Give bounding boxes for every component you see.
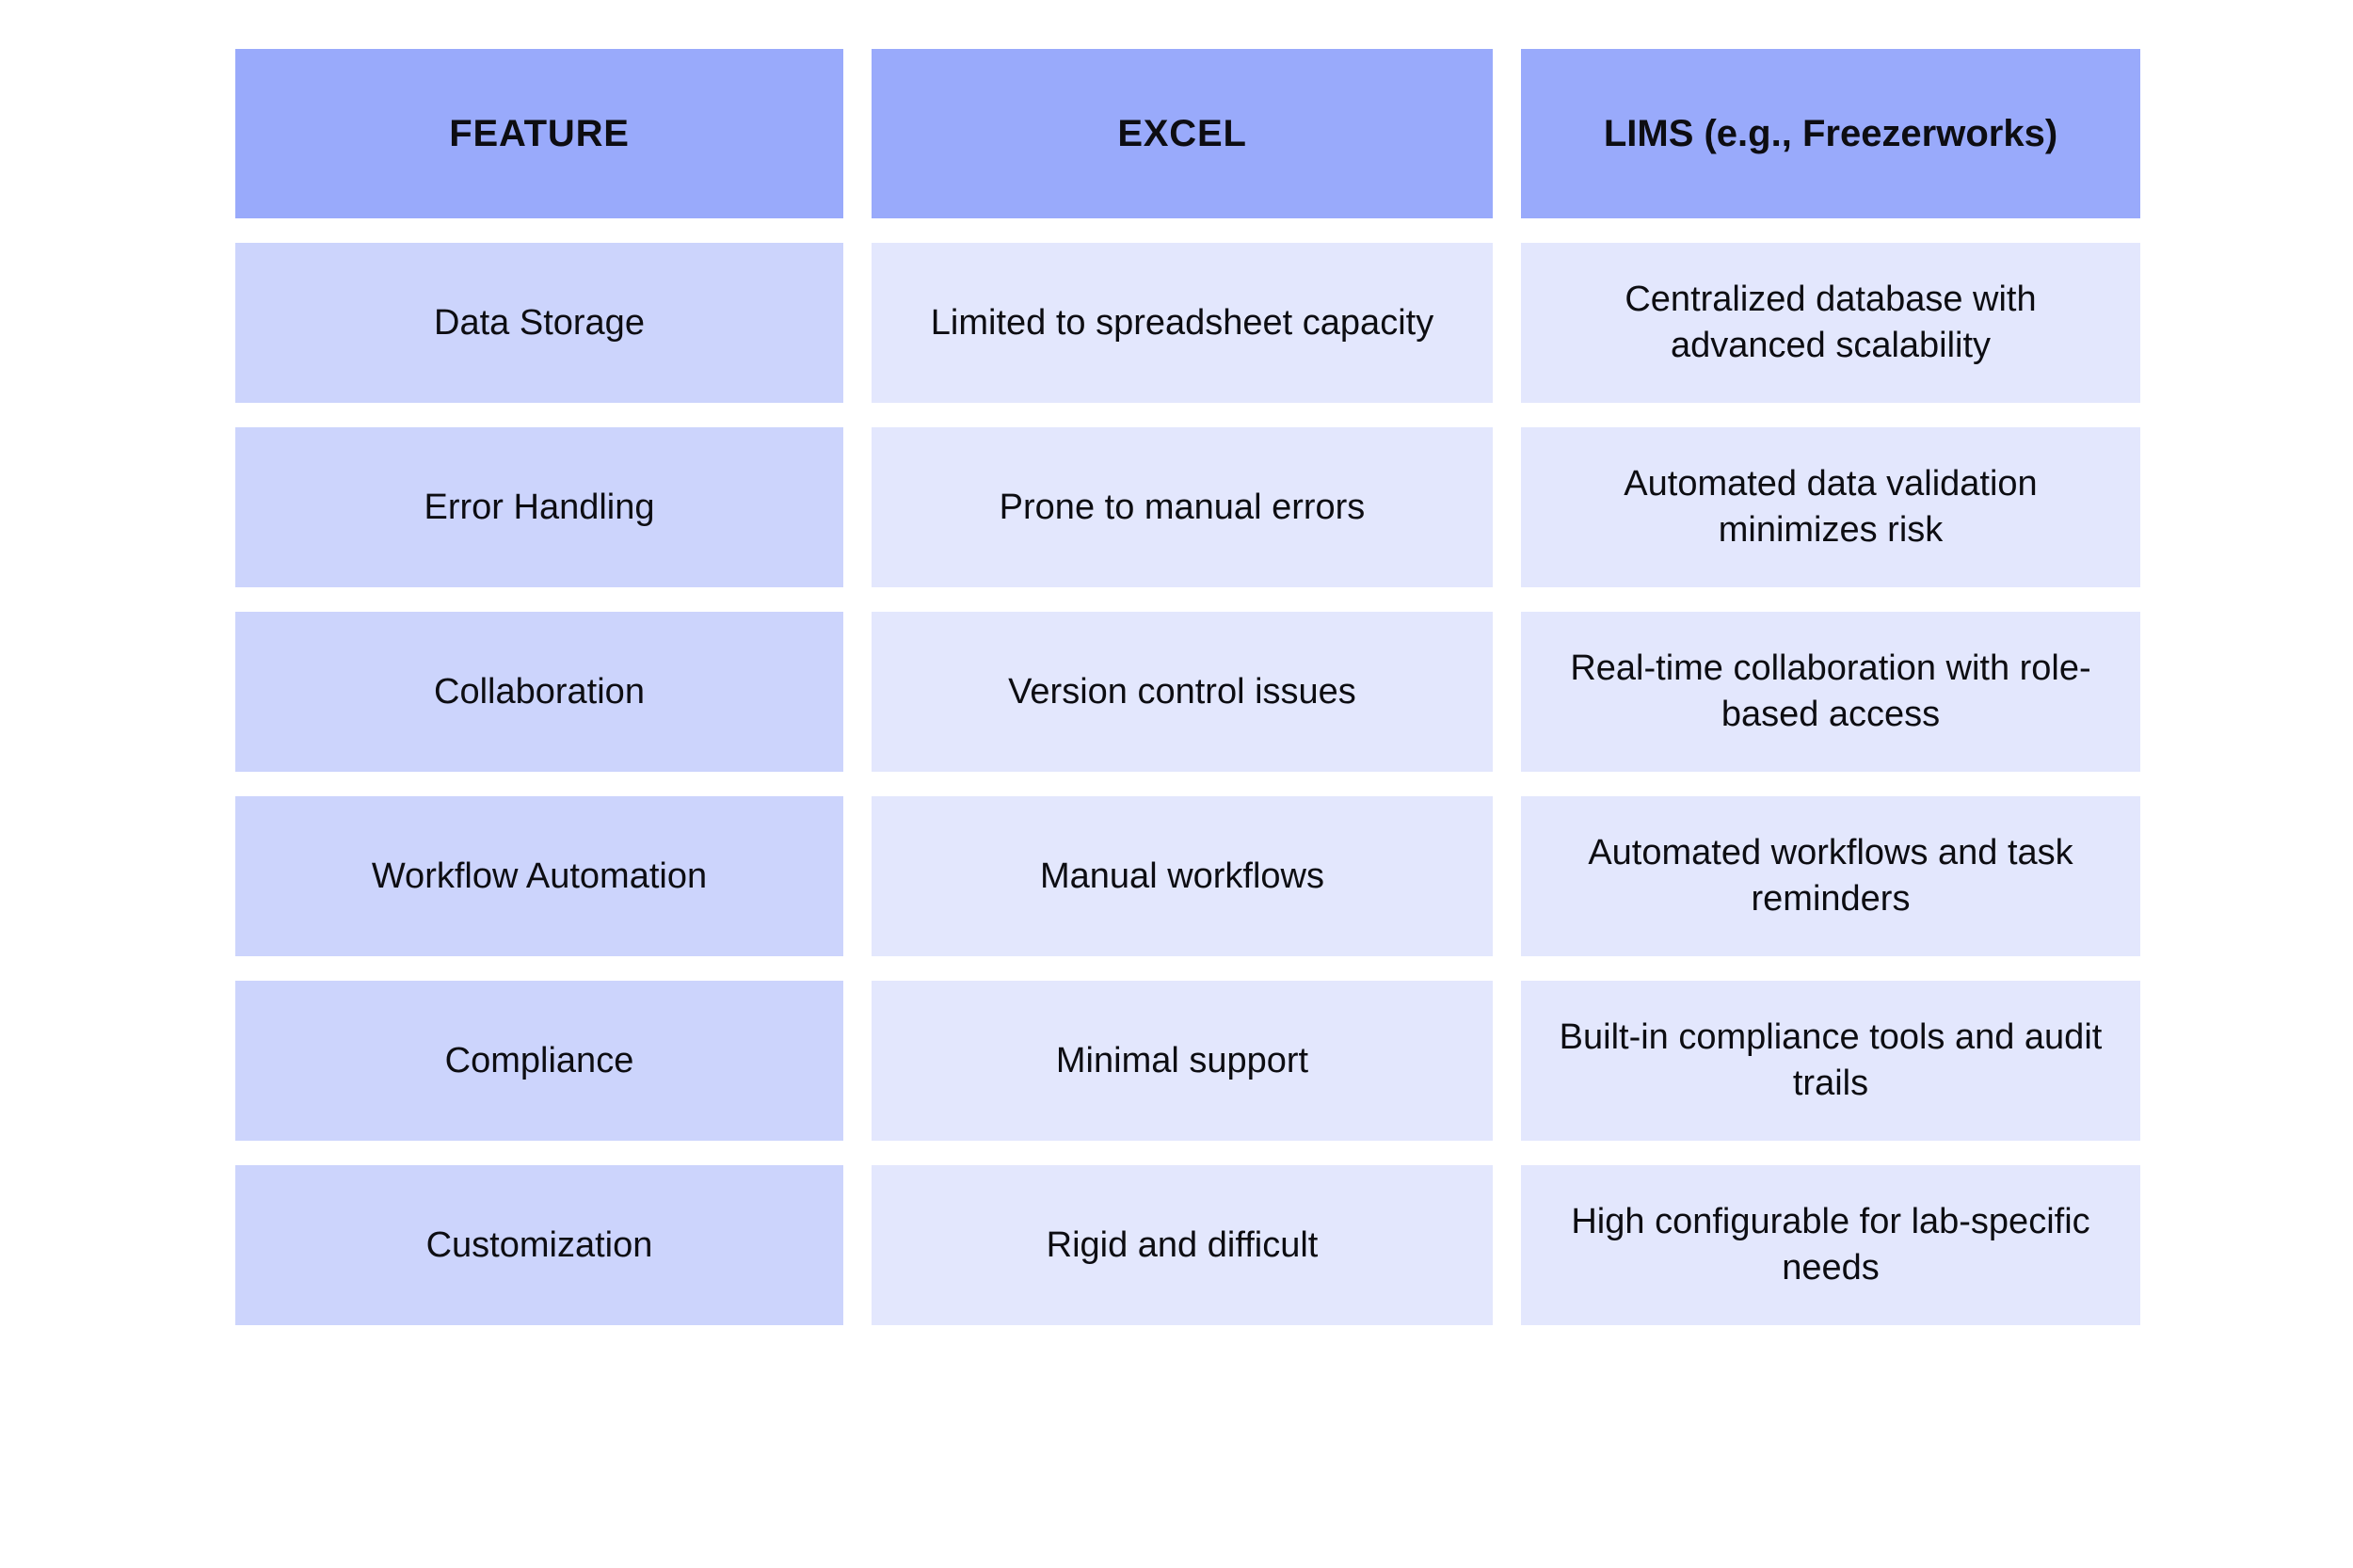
table-cell-lims-label: Centralized database with advanced scala…: [1625, 280, 2037, 365]
table-cell-lims-label: High configurable for lab-specific needs: [1571, 1202, 2090, 1288]
table-cell-feature-label: Customization: [425, 1224, 653, 1265]
table-cell-feature: Collaboration: [235, 612, 843, 772]
table-cell-feature-label: Workflow Automation: [371, 856, 708, 896]
table-header-row: FEATURE EXCEL LIMS (e.g., Freezerworks): [235, 49, 2140, 218]
table-cell-lims-label: Real-time collaboration with role-based …: [1570, 648, 2091, 734]
table-cell-excel: Prone to manual errors: [872, 427, 1493, 587]
column-header-lims: LIMS (e.g., Freezerworks): [1521, 49, 2140, 218]
table-cell-feature: Error Handling: [235, 427, 843, 587]
table-cell-feature-label: Compliance: [444, 1040, 634, 1080]
table-cell-lims-label: Automated data validation minimizes risk: [1624, 464, 2038, 550]
table-cell-lims-label: Built-in compliance tools and audit trai…: [1559, 1017, 2103, 1103]
table-cell-excel-label: Limited to spreadsheet capacity: [930, 302, 1434, 343]
comparison-table: FEATURE EXCEL LIMS (e.g., Freezerworks) …: [235, 49, 2140, 1325]
table-row: Error Handling Prone to manual errors Au…: [235, 427, 2140, 587]
table-cell-feature: Compliance: [235, 981, 843, 1141]
table-row: Data Storage Limited to spreadsheet capa…: [235, 243, 2140, 403]
table-row: Customization Rigid and difficult High c…: [235, 1165, 2140, 1325]
table-row: Collaboration Version control issues Rea…: [235, 612, 2140, 772]
table-cell-lims: Automated workflows and task reminders: [1521, 796, 2140, 956]
table-cell-excel: Rigid and difficult: [872, 1165, 1493, 1325]
table-cell-excel-label: Minimal support: [1055, 1040, 1309, 1080]
table-cell-feature-label: Data Storage: [434, 302, 645, 343]
table-row: Workflow Automation Manual workflows Aut…: [235, 796, 2140, 956]
table-cell-excel-label: Manual workflows: [1040, 856, 1324, 896]
table-cell-lims: High configurable for lab-specific needs: [1521, 1165, 2140, 1325]
table-cell-feature: Customization: [235, 1165, 843, 1325]
column-header-excel: EXCEL: [872, 49, 1493, 218]
column-header-feature-label: FEATURE: [449, 112, 630, 154]
table-cell-feature: Data Storage: [235, 243, 843, 403]
table-cell-lims: Centralized database with advanced scala…: [1521, 243, 2140, 403]
table-cell-feature-label: Collaboration: [434, 671, 645, 712]
table-cell-lims: Automated data validation minimizes risk: [1521, 427, 2140, 587]
table-cell-excel-label: Rigid and difficult: [1046, 1224, 1319, 1265]
table-cell-lims-label: Automated workflows and task reminders: [1588, 833, 2073, 919]
column-header-lims-label: LIMS (e.g., Freezerworks): [1603, 112, 2058, 154]
table-cell-feature: Workflow Automation: [235, 796, 843, 956]
table-cell-lims: Built-in compliance tools and audit trai…: [1521, 981, 2140, 1141]
table-cell-feature-label: Error Handling: [424, 487, 655, 527]
table-cell-excel: Limited to spreadsheet capacity: [872, 243, 1493, 403]
column-header-feature: FEATURE: [235, 49, 843, 218]
table-row: Compliance Minimal support Built-in comp…: [235, 981, 2140, 1141]
table-cell-excel-label: Version control issues: [1008, 671, 1356, 712]
table-cell-excel: Manual workflows: [872, 796, 1493, 956]
column-header-excel-label: EXCEL: [1117, 112, 1247, 154]
table-cell-excel: Version control issues: [872, 612, 1493, 772]
table-cell-lims: Real-time collaboration with role-based …: [1521, 612, 2140, 772]
table-cell-excel: Minimal support: [872, 981, 1493, 1141]
table-cell-excel-label: Prone to manual errors: [999, 487, 1366, 527]
